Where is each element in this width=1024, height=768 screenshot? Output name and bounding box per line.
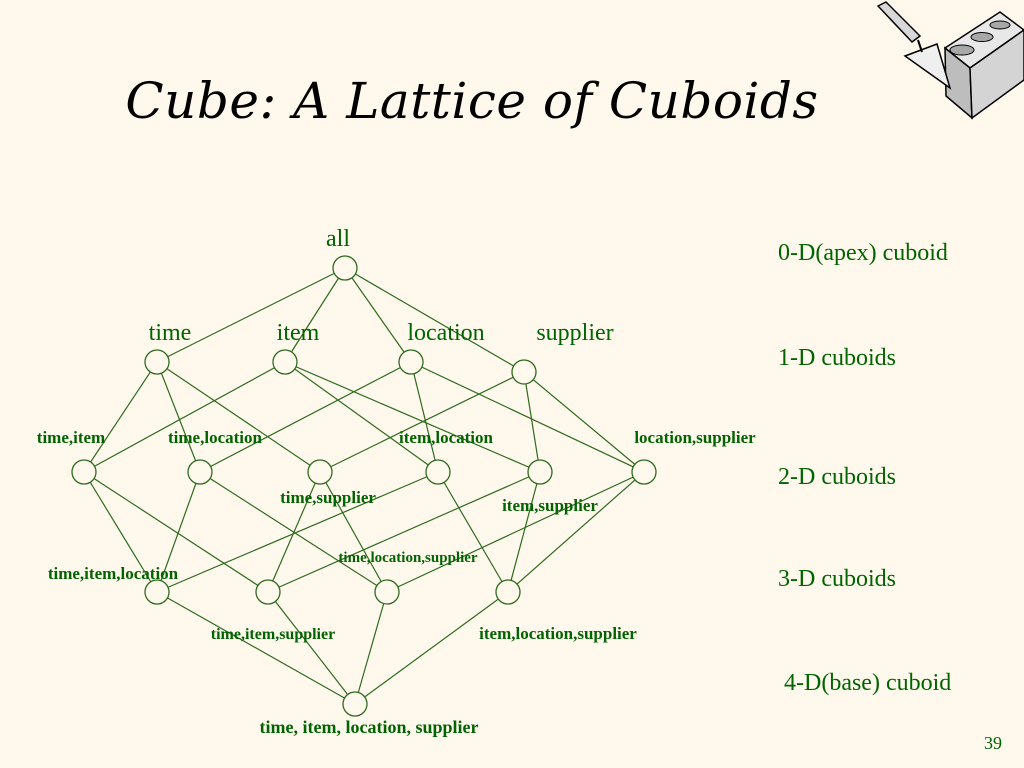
edge-all-location xyxy=(344,267,412,363)
edge-ils-base xyxy=(354,591,509,705)
edge-time-supplier-tls xyxy=(319,471,388,593)
slide-title: Cube: A Lattice of Cuboids xyxy=(125,72,819,130)
node-location xyxy=(398,349,424,375)
edge-time-item-tis xyxy=(83,471,269,593)
label-item-location-supplier: item,location,supplier xyxy=(479,624,637,643)
edge-item-supplier-tis xyxy=(267,471,541,593)
label-item: item xyxy=(277,320,320,346)
node-base xyxy=(342,691,368,717)
node-time-item-supplier xyxy=(255,579,281,605)
edge-all-item xyxy=(284,267,346,363)
lattice-edges xyxy=(83,267,645,705)
edge-time-time-location xyxy=(156,361,201,473)
edge-supplier-location-supplier xyxy=(523,371,645,473)
node-time-item-location xyxy=(144,579,170,605)
level-label-0d: 0-D(apex) cuboid xyxy=(778,240,948,266)
node-time xyxy=(144,349,170,375)
label-time-supplier: time,supplier xyxy=(280,488,376,507)
node-item-location-supplier xyxy=(495,579,521,605)
node-all xyxy=(332,255,358,281)
edge-time-supplier-tis xyxy=(267,471,321,593)
edge-location-supplier-ils xyxy=(507,471,645,593)
edge-location-item-location xyxy=(410,361,439,473)
edge-location-location-supplier xyxy=(410,361,645,473)
node-item-supplier xyxy=(527,459,553,485)
node-item xyxy=(272,349,298,375)
level-label-1d: 1-D cuboids xyxy=(778,345,896,371)
edge-time-time-supplier xyxy=(156,361,321,473)
node-time-item xyxy=(71,459,97,485)
level-label-4d: 4-D(base) cuboid xyxy=(784,670,952,696)
edge-all-time xyxy=(156,267,346,363)
label-supplier: supplier xyxy=(536,320,613,346)
label-location: location xyxy=(407,320,484,346)
edge-time-time-item xyxy=(83,361,158,473)
level-label-3d: 3-D cuboids xyxy=(778,566,896,592)
label-time-item: time,item xyxy=(37,428,105,447)
node-supplier xyxy=(511,359,537,385)
edge-tis-base xyxy=(267,591,356,705)
label-item-supplier: item,supplier xyxy=(502,496,598,515)
label-time: time xyxy=(149,320,192,346)
label-base: time, item, location, supplier xyxy=(260,717,479,737)
level-label-2d: 2-D cuboids xyxy=(778,464,896,490)
edge-til-base xyxy=(156,591,356,705)
node-location-supplier xyxy=(631,459,657,485)
edge-supplier-item-supplier xyxy=(523,371,541,473)
label-time-location: time,location xyxy=(168,428,262,447)
edge-item-item-location xyxy=(284,361,439,473)
label-time-item-location: time,item,location xyxy=(48,564,179,583)
node-time-location xyxy=(187,459,213,485)
edge-all-supplier xyxy=(344,267,525,373)
edge-tls-base xyxy=(354,591,388,705)
label-location-supplier: location,supplier xyxy=(634,428,756,447)
node-time-location-supplier xyxy=(374,579,400,605)
edge-item-supplier-ils xyxy=(507,471,541,593)
node-item-location xyxy=(425,459,451,485)
edge-item-location-ils xyxy=(437,471,509,593)
label-time-location-supplier: time,location,supplier xyxy=(338,550,478,566)
edge-location-time-location xyxy=(199,361,412,473)
edge-item-location-til xyxy=(156,471,439,593)
edge-location-supplier-tls xyxy=(386,471,645,593)
page-number: 39 xyxy=(984,733,1002,753)
label-time-item-supplier: time,item,supplier xyxy=(211,626,335,643)
trowel-and-brick-icon xyxy=(876,1,1024,120)
edge-item-item-supplier xyxy=(284,361,541,473)
edge-time-location-til xyxy=(156,471,201,593)
edge-item-time-item xyxy=(83,361,286,473)
label-item-location: item,location xyxy=(399,428,493,447)
node-time-supplier xyxy=(307,459,333,485)
edge-time-item-til xyxy=(83,471,158,593)
edge-supplier-time-supplier xyxy=(319,371,525,473)
label-all: all xyxy=(326,226,350,252)
